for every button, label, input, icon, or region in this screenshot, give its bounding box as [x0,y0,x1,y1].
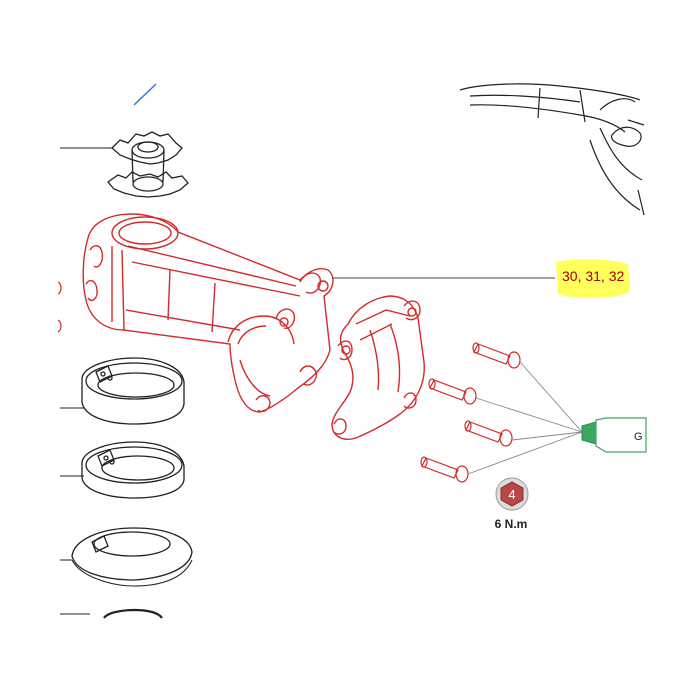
grease-tube-label: G [634,431,643,443]
stem-body-red [82,213,334,413]
headset-spacer-2 [60,441,185,499]
callout-highlight [556,259,630,299]
bolt-1 [472,342,521,369]
stem-bolts-red [420,342,521,483]
bottom-partial-part [60,608,163,619]
grease-leader-lines [467,361,583,475]
torque-hex-icon [500,481,524,507]
headset-cone-spacer [60,527,193,587]
bolt-3 [464,420,513,447]
grease-tube-icon: G [581,417,647,453]
torque-icon-number: 4 [508,487,515,502]
torque-indicator: 4 6 N.m [495,477,529,531]
star-nut [60,131,189,198]
headset-spacer-1 [60,357,185,425]
left-edge-red-marks [57,281,62,333]
part-number-callout: 30, 31, 32 [556,259,630,299]
callout-part-numbers: 30, 31, 32 [562,268,624,284]
torque-value: 6 N.m [495,517,528,531]
bolt-2 [428,378,477,405]
bolt-4 [420,456,469,483]
blue-pen-mark [133,83,157,106]
faceplate-red [331,295,425,440]
stem-detail-view [459,83,645,216]
